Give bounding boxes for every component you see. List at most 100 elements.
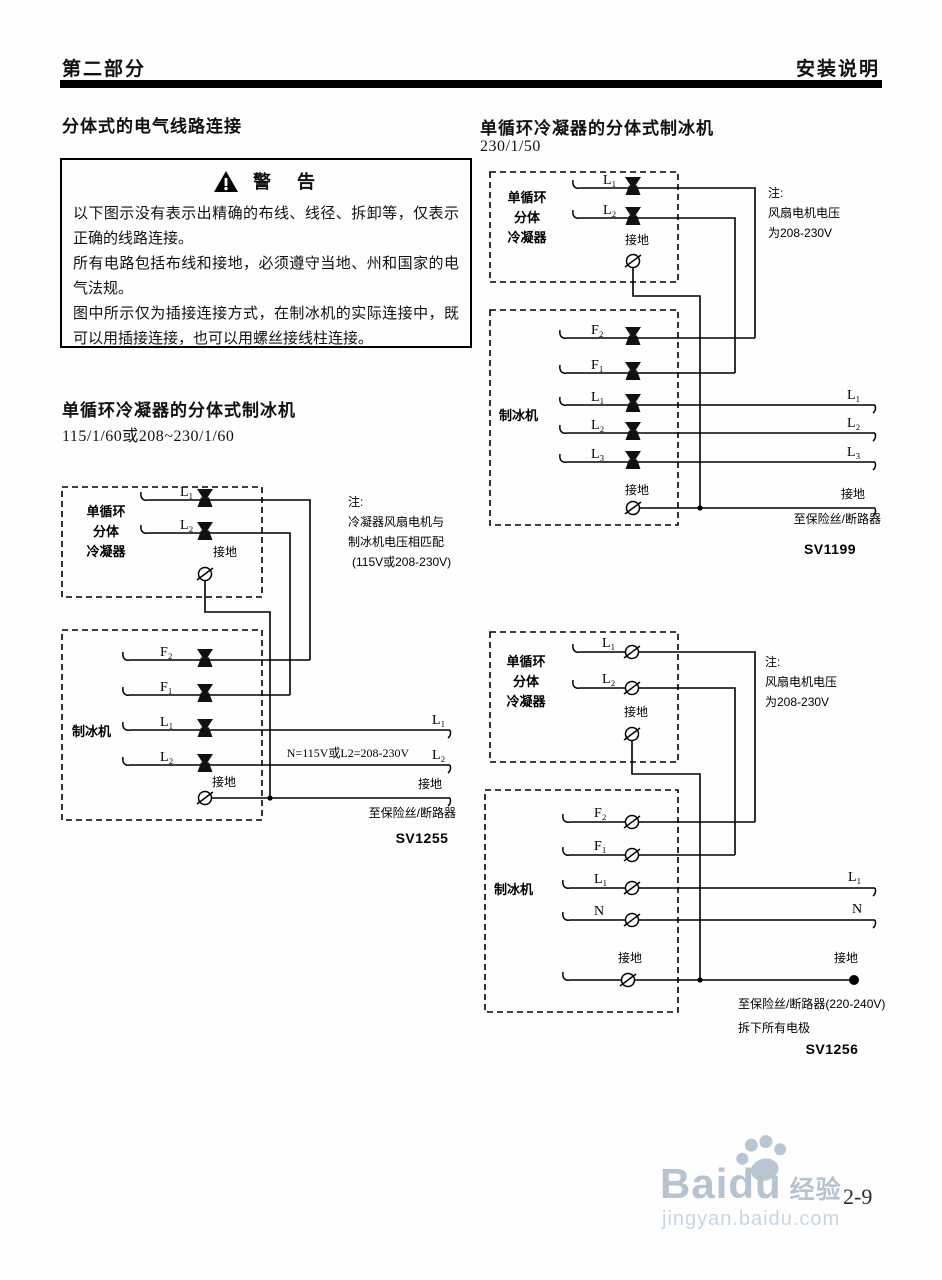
screw-terminal-icon <box>624 253 642 269</box>
wire-end-hook <box>572 679 581 689</box>
condenser-label: 单循环 <box>86 504 125 519</box>
ground-label: 接地 <box>212 774 236 789</box>
condenser-box <box>489 631 679 763</box>
wire-end-hook <box>140 524 149 534</box>
wire-end-hook <box>562 879 571 889</box>
condenser-label: 冷凝器 <box>507 230 547 245</box>
note-line: 制冰机电压相匹配 <box>348 535 444 549</box>
out-ground-label: 接地 <box>418 776 442 791</box>
wire <box>148 532 291 695</box>
wire-end-hook <box>122 651 131 661</box>
terminal-end <box>447 729 452 739</box>
plug-icon <box>625 207 641 225</box>
warning-text-2: 所有电路包括布线和接地，必须遵守当地、州和国家的电气法规。 <box>73 255 459 297</box>
diagram-code: SV1256 <box>806 1041 859 1057</box>
ice-machine-label: 制冰机 <box>72 724 111 739</box>
terminal-end <box>872 404 877 414</box>
wire-label-f1: F₁ <box>591 358 604 373</box>
diagram-code: SV1255 <box>396 830 449 846</box>
plug-icon <box>625 177 641 195</box>
ground-electrode-dot <box>849 975 859 985</box>
screw-terminal-icon <box>623 814 641 830</box>
wire-label-l3: L₃ <box>591 447 605 462</box>
wire <box>632 268 701 508</box>
warning-title: 警 告 <box>253 172 319 192</box>
plug-icon <box>625 394 641 412</box>
out-label-l1: L₁ <box>847 388 860 403</box>
note-line: 注: <box>765 654 780 669</box>
watermark-brand-suffix: 经验 <box>789 1176 842 1204</box>
out-label-n: N <box>852 902 862 917</box>
wire-junction <box>697 977 703 983</box>
wire <box>204 581 271 798</box>
terminal-end <box>872 461 877 471</box>
wire-end-hook <box>122 756 131 766</box>
condenser-label: 分体 <box>513 674 540 689</box>
ground-label: 接地 <box>625 232 649 247</box>
remove-electrodes-note: 拆下所有电极 <box>738 1020 810 1035</box>
right-diagram-heading: 单循环冷凝器的分体式制冰机 <box>480 119 714 138</box>
condenser-label: 单循环 <box>506 654 545 669</box>
wiring-diagram-sv1256: 单循环 分体 冷凝器 L₁ L₂ 接地 注: 风扇电机电压 为208-230V … <box>484 631 885 1057</box>
ground-label: 接地 <box>618 950 642 965</box>
paw-print-icon <box>736 1135 787 1181</box>
wire-label-l1: L₁ <box>602 636 615 651</box>
right-diagram-spec: 230/1/50 <box>480 138 541 155</box>
wire-label-n: N <box>594 904 604 919</box>
ground-label: 接地 <box>625 482 649 497</box>
wire-label-f2: F₂ <box>591 323 604 338</box>
header-chapter: 安装说明 <box>795 59 880 80</box>
note-line: 注: <box>768 185 783 200</box>
page-title: 分体式的电气线路连接 <box>62 117 242 136</box>
watermark-url: jingyan.baidu.com <box>662 1208 841 1230</box>
page-number: 2-9 <box>843 1184 873 1209</box>
wire-label-f2: F₂ <box>160 645 173 660</box>
plug-icon <box>197 684 213 702</box>
wire-label-l1: L₁ <box>591 390 604 405</box>
out-label-l1: L₁ <box>432 713 445 728</box>
to-fuse-label: 至保险丝/断路器 <box>369 805 456 820</box>
out-label-l1: L₁ <box>848 870 861 885</box>
ground-label: 接地 <box>624 704 648 719</box>
ice-machine-label: 制冰机 <box>499 408 538 423</box>
wire <box>631 741 701 980</box>
out-label-l2: L₂ <box>847 416 861 431</box>
wire <box>148 499 311 660</box>
wire-label-f2: F₂ <box>594 806 607 821</box>
screw-terminal-icon <box>623 726 641 742</box>
condenser-label: 分体 <box>93 524 120 539</box>
wire-label-l2: L₂ <box>603 203 617 218</box>
screw-terminal-icon <box>196 566 214 582</box>
header-section: 第二部分 <box>62 59 147 80</box>
out-ground-label: 接地 <box>841 486 865 501</box>
wire-end-hook <box>572 643 581 653</box>
warning-header: 警 告 <box>73 168 459 194</box>
note-line: 注: <box>348 494 363 509</box>
plug-icon <box>625 327 641 345</box>
wire-label-l2: L₂ <box>602 672 616 687</box>
wire-junction <box>697 505 703 511</box>
watermark-brand-text: Baidu <box>660 1160 782 1207</box>
terminal-end <box>447 764 452 774</box>
screw-terminal-icon <box>623 680 641 696</box>
note-line: 冷凝器风扇电机与 <box>348 514 444 529</box>
out-label-l3: L₃ <box>847 445 861 460</box>
wire-end-hook <box>562 911 571 921</box>
screw-terminal-icon <box>623 847 641 863</box>
out-label-l2: L₂ <box>432 748 446 763</box>
note-line: 风扇电机电压 <box>765 674 837 689</box>
wire-end-hook <box>559 396 568 406</box>
terminal-end <box>872 887 877 897</box>
wire <box>580 187 756 338</box>
left-diagram-spec: 115/1/60或208~230/1/60 <box>62 428 235 445</box>
wiring-diagram-sv1255: 单循环 分体 冷凝器 L₁ L₂ 接地 注: 冷凝器风扇电机与 制冰机电压相匹配… <box>61 485 456 846</box>
note-line: 风扇电机电压 <box>768 205 840 220</box>
ice-machine-label: 制冰机 <box>494 882 533 897</box>
plug-icon <box>625 451 641 469</box>
to-fuse-label: 至保险丝/断路器 <box>794 511 881 526</box>
wire <box>580 687 736 855</box>
wire-end-hook <box>562 846 571 856</box>
note-line: 为208-230V <box>765 695 829 709</box>
terminal-end <box>447 797 452 807</box>
